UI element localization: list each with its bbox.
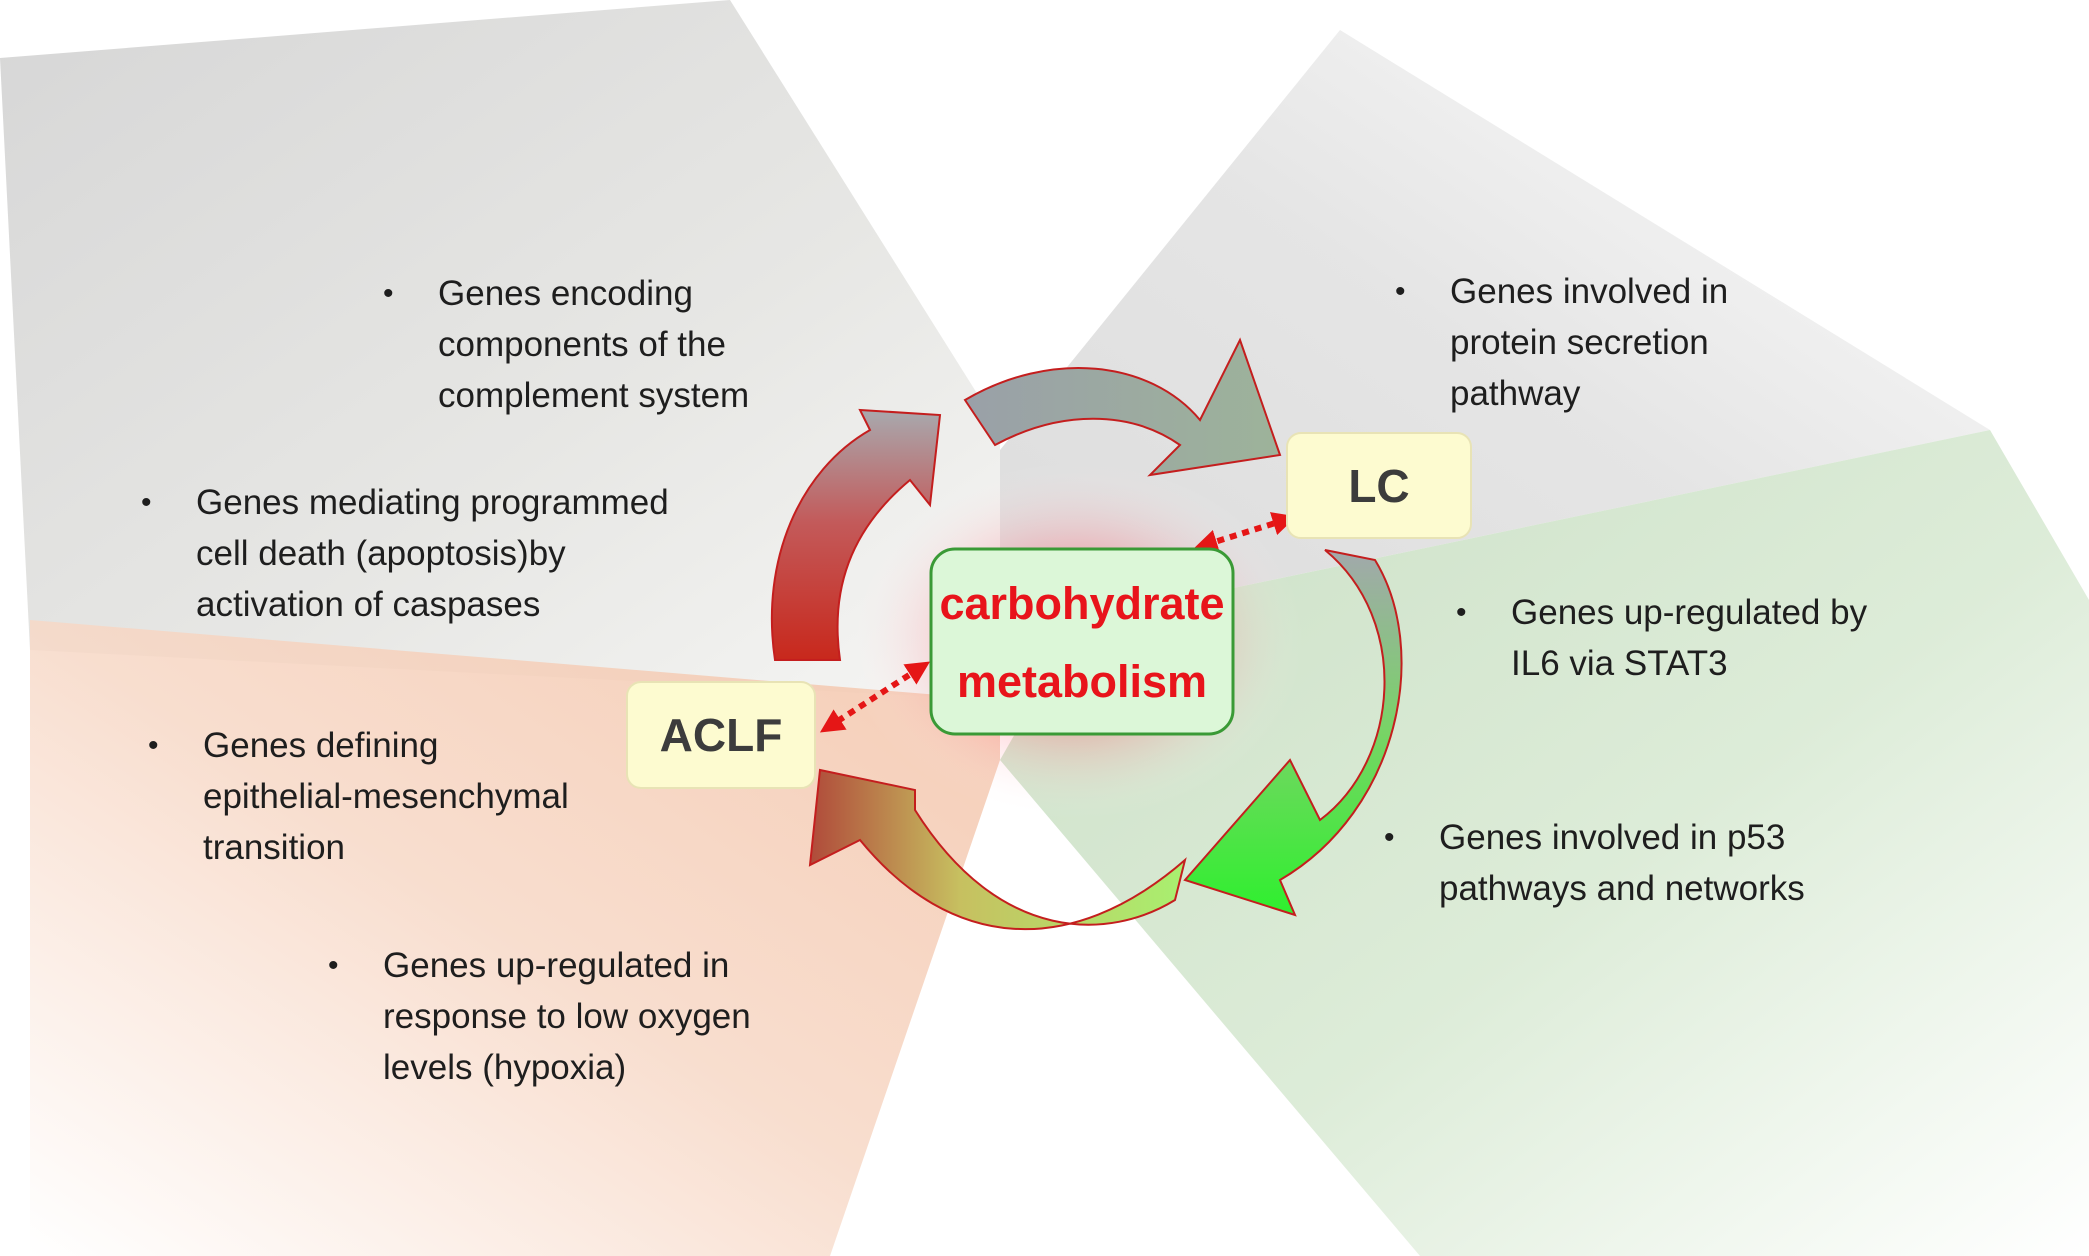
arrow-top-to-lc — [963, 337, 1282, 477]
bullet-emt: • Genes defining epithelial-mesenchymal … — [148, 720, 569, 873]
bullet-line: activation of caspases — [196, 585, 541, 624]
bullet-hypoxia: • Genes up-regulated in response to low … — [328, 940, 751, 1093]
node-lc-label: LC — [1348, 459, 1410, 512]
bullet-complement: • Genes encoding components of the compl… — [383, 268, 749, 421]
dashed-arrow-center-lc — [1193, 512, 1297, 553]
center-label: carbohydrate metabolism — [931, 565, 1233, 721]
bullet-line: response to low oxygen — [383, 997, 751, 1036]
bullet-dot: • — [328, 949, 339, 982]
bullet-line: Genes up-regulated in — [383, 946, 730, 985]
fan-orange-bottom-left — [30, 620, 1000, 1256]
bullet-line: Genes involved in — [1450, 272, 1729, 311]
bullet-line: levels (hypoxia) — [383, 1048, 627, 1087]
bullet-line: Genes mediating programmed — [196, 483, 669, 522]
bullet-line: Genes up-regulated by — [1511, 593, 1868, 632]
bullet-line: components of the — [438, 325, 726, 364]
bullet-line: transition — [203, 828, 346, 867]
bullet-line: Genes defining — [203, 726, 439, 765]
center-box — [929, 547, 1235, 736]
bullet-line: Genes involved in p53 — [1439, 818, 1786, 857]
cycle-arrows — [770, 337, 1403, 931]
bullet-line: protein secretion — [1450, 323, 1709, 362]
bullet-line: complement system — [438, 376, 750, 415]
bullet-line: pathways and networks — [1439, 869, 1805, 908]
arrow-aclf-to-top — [770, 408, 942, 661]
bullet-dot: • — [141, 486, 152, 519]
bullet-dot: • — [383, 277, 394, 310]
center-label-line1: carbohydrate — [939, 578, 1225, 629]
bullet-dot: • — [1384, 821, 1395, 854]
node-aclf-label: ACLF — [659, 709, 783, 761]
bullet-p53: • Genes involved in p53 pathways and net… — [1384, 812, 1805, 914]
bullet-line: cell death (apoptosis)by — [196, 534, 566, 573]
node-aclf-box — [626, 681, 816, 789]
bullet-il6-stat3: • Genes up-regulated by IL6 via STAT3 — [1456, 587, 1867, 689]
bullet-line: Genes encoding — [438, 274, 693, 313]
arrow-bottom-to-aclf — [808, 768, 1187, 931]
node-lc-box — [1286, 432, 1472, 539]
bullet-dot: • — [1395, 275, 1406, 308]
fan-grey-top-left — [0, 0, 1000, 700]
bullet-dot: • — [1456, 596, 1467, 629]
arrow-lc-to-bottom — [1183, 549, 1403, 917]
bullet-line: epithelial-mesenchymal — [203, 777, 569, 816]
bullet-protein-secretion: • Genes involved in protein secretion pa… — [1395, 266, 1728, 419]
center-label-line2: metabolism — [956, 656, 1208, 707]
bullet-line: IL6 via STAT3 — [1511, 644, 1728, 683]
bullet-line: pathway — [1450, 374, 1581, 413]
bullet-apoptosis: • Genes mediating programmed cell death … — [141, 477, 669, 630]
dashed-arrow-center-aclf — [819, 661, 931, 733]
bullet-dot: • — [148, 729, 159, 762]
